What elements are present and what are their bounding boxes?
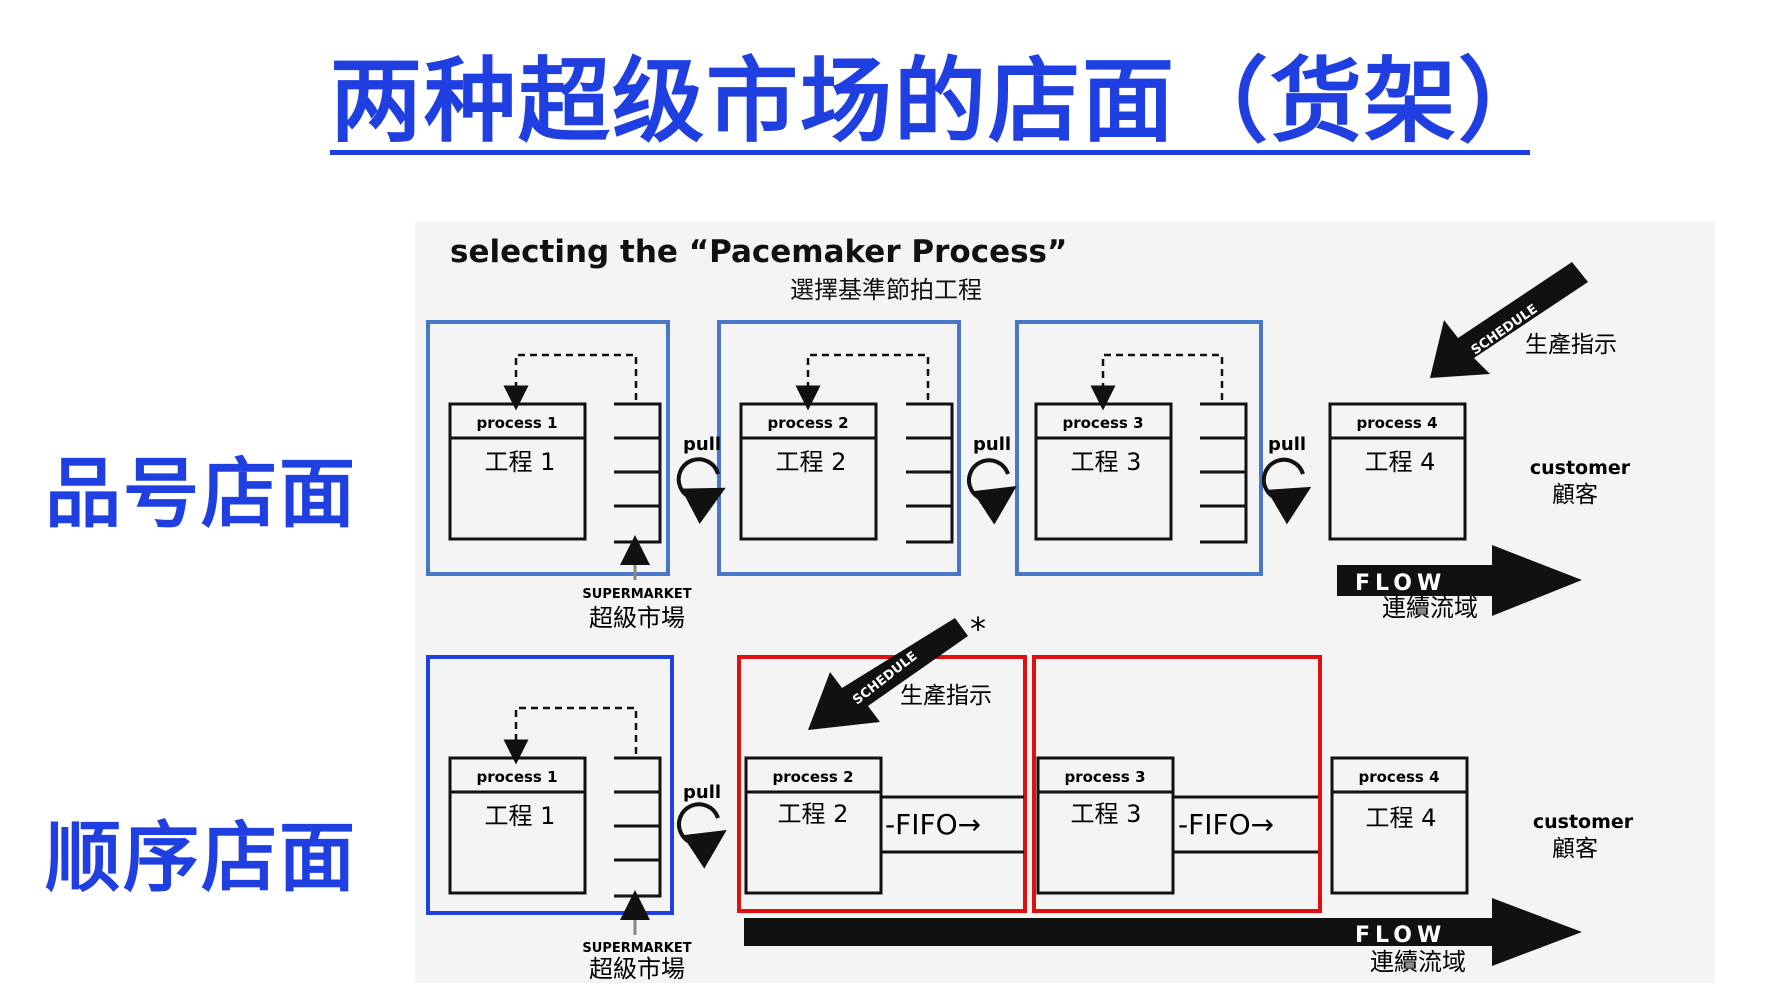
row-label-top: 品号店面 [45, 449, 357, 538]
withdrawal-loop-top-1 [503, 353, 638, 411]
row-label-bottom: 顺序店面 [45, 813, 357, 902]
pull-label: pull [683, 782, 721, 803]
pull-circle-icon [676, 457, 726, 524]
withdrawal-loop-bottom-1 [503, 706, 638, 765]
process-header: process 1 [476, 414, 557, 432]
process-box-bottom-3: process 3 工程 3 [1036, 756, 1175, 895]
process-box-top-4: process 4 工程 4 [1328, 402, 1467, 541]
supermarket-shelf-top-3 [1200, 402, 1248, 544]
process-name: 工程 4 [1366, 804, 1437, 832]
process-header: process 2 [772, 768, 853, 786]
process-name: 工程 2 [776, 448, 847, 476]
schedule-label-cn: 生產指示 [900, 683, 992, 709]
flow-label-cn: 連續流域 [1370, 948, 1466, 976]
process-box-top-1: process 1 工程 1 [448, 402, 587, 541]
process-header: process 3 [1064, 768, 1145, 786]
process-box-top-2: process 2 工程 2 [739, 402, 878, 541]
flow-label: FLOW [1355, 923, 1446, 948]
supermarket-label: SUPERMARKET [582, 587, 691, 602]
customer-label-cn: 顧客 [1552, 482, 1598, 508]
pull-label: pull [973, 434, 1011, 455]
process-box-top-3: process 3 工程 3 [1034, 402, 1173, 541]
customer-label: customer [1533, 811, 1634, 833]
withdrawal-loop-top-3 [1090, 353, 1224, 411]
supermarket-shelf-bottom-1 [614, 756, 662, 898]
supermarket-label: SUPERMARKET [582, 941, 691, 956]
process-header: process 4 [1358, 768, 1439, 786]
process-header: process 3 [1062, 414, 1143, 432]
flow-label: FLOW [1355, 571, 1446, 596]
fifo-lane-2: -FIFO→ [1173, 795, 1318, 854]
pull-circle-icon [967, 458, 1017, 525]
schedule-arrow-top: SCHEDULE [1430, 262, 1588, 378]
process-name: 工程 2 [778, 800, 849, 828]
schedule-arrow-bottom: SCHEDULE [808, 618, 968, 730]
process-box-bottom-2: process 2 工程 2 [744, 756, 883, 895]
outline-top-3 [1015, 320, 1263, 576]
pull-circle-icon [677, 802, 727, 869]
fifo-label: -FIFO→ [885, 808, 981, 841]
pull-label: pull [1268, 434, 1306, 455]
fifo-lane-1: -FIFO→ [881, 795, 1024, 854]
supermarket-shelf-top-2 [906, 402, 954, 544]
flow-label-cn: 連續流域 [1382, 594, 1478, 622]
asterisk: * [970, 610, 986, 648]
pull-circle-icon [1261, 457, 1312, 525]
withdrawal-loop-top-2 [795, 353, 930, 411]
process-box-bottom-1: process 1 工程 1 [448, 756, 587, 895]
outline-bottom-3 [1032, 655, 1322, 913]
title-underline [330, 150, 1530, 155]
page-title: 两种超级市场的店面（货架） [330, 48, 1553, 155]
pull-label: pull [683, 434, 721, 455]
schedule-label-cn: 生產指示 [1525, 332, 1617, 358]
supermarket-label-cn: 超級市場 [589, 955, 685, 983]
diagram-heading-cn: 選擇基準節拍工程 [790, 276, 982, 304]
process-name: 工程 3 [1071, 448, 1142, 476]
process-header: process 2 [767, 414, 848, 432]
process-name: 工程 4 [1365, 448, 1436, 476]
flow-arrow-bottom: FLOW [744, 898, 1582, 966]
process-box-bottom-4: process 4 工程 4 [1330, 756, 1469, 895]
process-header: process 4 [1356, 414, 1437, 432]
diagram-heading: selecting the “Pacemaker Process” [450, 234, 1067, 270]
outline-bottom-1 [426, 655, 674, 915]
outline-top-2 [717, 320, 961, 576]
fifo-label: -FIFO→ [1178, 808, 1274, 841]
process-name: 工程 1 [485, 802, 556, 830]
supermarket-shelf-top-1 [614, 402, 662, 544]
process-name: 工程 3 [1071, 800, 1142, 828]
flow-arrow-top: FLOW [1337, 545, 1582, 616]
process-header: process 1 [476, 768, 557, 786]
customer-label: customer [1530, 457, 1631, 479]
customer-label-cn: 顧客 [1552, 836, 1598, 862]
supermarket-label-cn: 超級市場 [589, 604, 685, 632]
process-name: 工程 1 [485, 448, 556, 476]
outline-top-1 [426, 320, 670, 576]
outline-bottom-2 [737, 655, 1027, 913]
